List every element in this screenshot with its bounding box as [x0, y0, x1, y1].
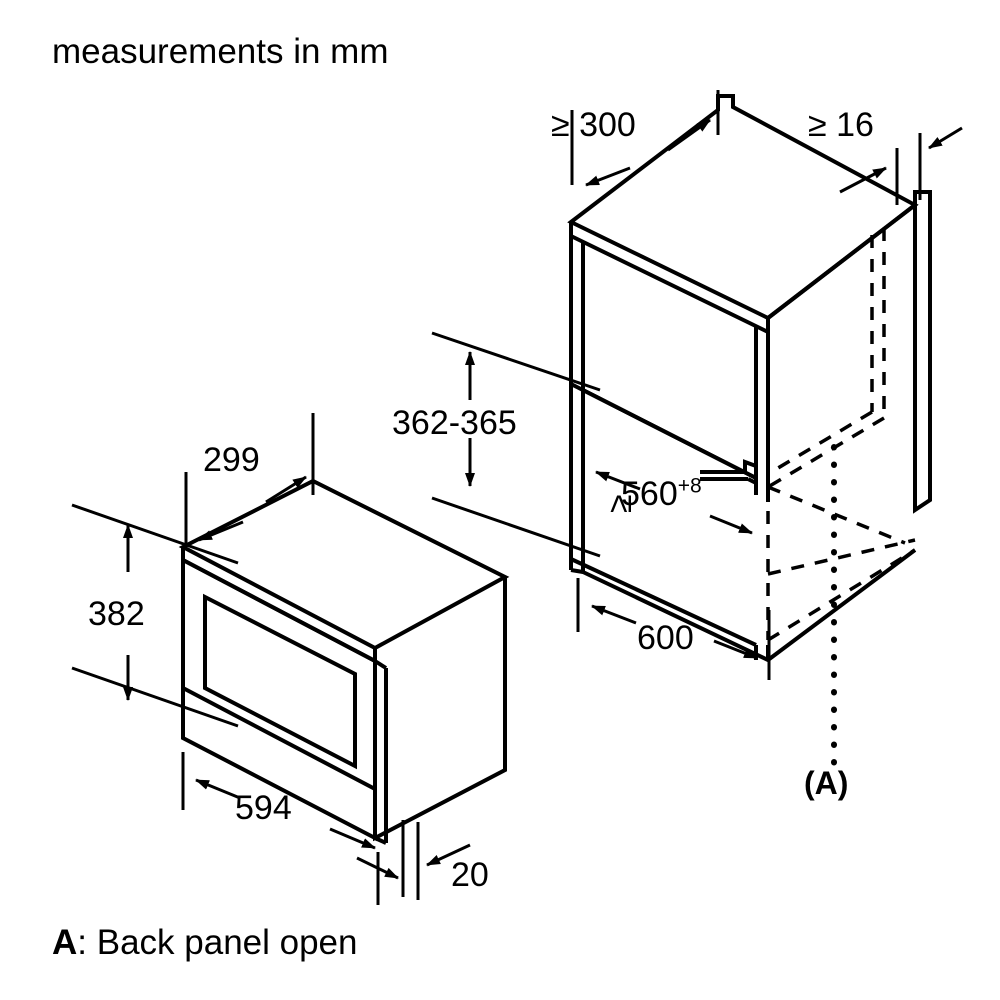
niche-dimension-lines: [431, 90, 963, 680]
dimension-label-niche-width: ≥ 560+8: [585, 474, 702, 513]
witness-382-top: [71, 503, 239, 565]
legend-marker: A: [52, 923, 78, 962]
niche-cabinet-drawing: [567, 94, 932, 663]
arrow-600-right: [713, 639, 758, 660]
appliance-door-window: [203, 593, 357, 770]
arrow-594-left: [195, 778, 241, 800]
page-title: measurements in mm: [52, 32, 389, 71]
hidden-back-diag-b: [767, 410, 873, 476]
dimension-label-side-panel-thickness: ≥ 16: [808, 106, 874, 144]
cabinet-left-bottom-cap: [570, 568, 584, 574]
cabinet-right-panel: [913, 190, 932, 514]
reference-marker-a: (A): [804, 765, 849, 801]
arrow-560-right: [709, 514, 753, 535]
cabinet-bottom-shelf-front-upper: [570, 557, 757, 647]
appliance-front-corner-top: [373, 659, 388, 670]
dimension-label-niche-height: 362-365: [392, 404, 517, 442]
appliance-dimension-lines: [71, 413, 471, 905]
dimension-label-top-clearance: ≥ 300: [551, 106, 636, 144]
cabinet-top-thickness: [570, 234, 770, 336]
legend-caption: A: Back panel open: [52, 925, 358, 960]
hidden-back-bottom-right: [767, 548, 916, 642]
arrow-20-lower: [356, 856, 399, 880]
arrow-594-right: [329, 827, 376, 850]
cabinet-shelf-lip: [700, 459, 757, 474]
dimension-label-appliance-width: 594: [235, 789, 292, 827]
cabinet-hidden-edges: [766, 228, 916, 642]
cabinet-shelf-lip-join: [747, 477, 757, 485]
dimension-label-appliance-depth: 299: [203, 441, 260, 479]
arrow-300-left: [585, 166, 631, 187]
arrow-299-right: [265, 475, 307, 504]
dimension-label-front-projection: 20: [451, 856, 489, 894]
dimension-label-appliance-height: 382: [88, 595, 145, 633]
dimension-label-niche-width-value: 560: [621, 475, 678, 513]
arrow-600-left: [591, 604, 637, 625]
dimension-label-niche-width-tolerance: +8: [677, 474, 702, 498]
arrow-16-right: [928, 126, 963, 150]
arrow-560-left: [595, 470, 641, 491]
witness-362-bottom: [431, 496, 601, 558]
appliance-right-side: [373, 577, 507, 842]
appliance-lower-band: [182, 686, 376, 791]
greater-equal-rotated-glyph: ≥: [601, 494, 639, 513]
appliance-front-corner-bottom: [374, 836, 387, 845]
cabinet-top-right-edge: [766, 203, 917, 320]
microwave-appliance-drawing: [178, 478, 510, 845]
witness-382-bottom: [71, 666, 239, 728]
hidden-back-bottom-plane: [767, 485, 906, 545]
hidden-back-diag-a: [767, 416, 885, 489]
legend-description: : Back panel open: [77, 923, 358, 962]
hidden-back-bottom-edge: [767, 538, 916, 576]
arrow-300-right: [667, 118, 711, 152]
cabinet-niche-top-edge-inner: [582, 388, 757, 480]
arrow-20-right: [426, 843, 471, 867]
arrow-299-left: [198, 520, 244, 542]
witness-362-top: [431, 331, 601, 392]
dimension-label-cabinet-width: 600: [637, 619, 694, 657]
arrow-16-left: [839, 166, 887, 194]
